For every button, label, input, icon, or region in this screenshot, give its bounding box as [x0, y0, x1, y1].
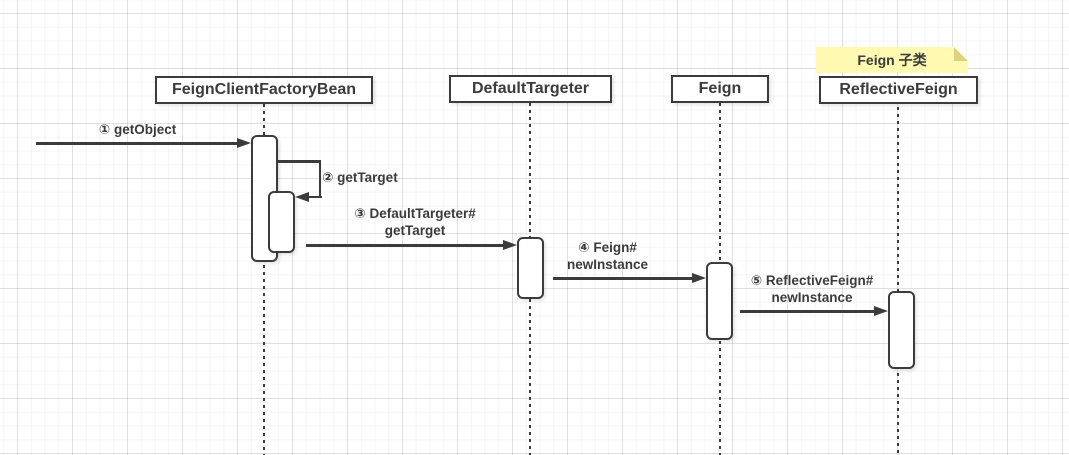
- participant-label: FeignClientFactoryBean: [171, 81, 357, 98]
- message-2-self-arrow-side[interactable]: [318, 160, 321, 198]
- message-2-self-arrow-bottom[interactable]: [308, 195, 322, 198]
- activation-feignclientfactorybean-nested[interactable]: [268, 191, 295, 253]
- message-1-label: ① getObject: [98, 122, 177, 137]
- message-3-label-line1: ③ DefaultTargeter#: [354, 206, 476, 221]
- message-2-arrowhead-icon: [295, 191, 309, 202]
- message-5-label-line2: newInstance: [771, 290, 853, 305]
- message-5-label-line1: ⑤ ReflectiveFeign#: [750, 273, 874, 288]
- participant-reflectivefeign[interactable]: ReflectiveFeign: [819, 76, 978, 104]
- message-5-label: ⑤ ReflectiveFeign# newInstance: [727, 272, 897, 306]
- participant-feignclientfactorybean[interactable]: FeignClientFactoryBean: [155, 76, 373, 104]
- message-5-arrow[interactable]: [740, 310, 875, 313]
- message-2-label: ② getTarget: [322, 170, 398, 185]
- activation-defaulttargeter[interactable]: [517, 237, 544, 299]
- participant-defaulttargeter[interactable]: DefaultTargeter: [449, 75, 612, 103]
- participant-label: ReflectiveFeign: [839, 81, 958, 98]
- message-5-arrowhead-icon: [874, 305, 888, 316]
- activation-reflectivefeign[interactable]: [888, 291, 915, 369]
- note-feign-subclass[interactable]: Feign 子类: [816, 47, 968, 73]
- message-3-label: ③ DefaultTargeter# getTarget: [330, 205, 500, 239]
- message-4-label: ④ Feign# newInstance: [530, 239, 685, 273]
- message-4-arrow[interactable]: [553, 277, 693, 280]
- lifeline-feignclientfactorybean[interactable]: [263, 104, 265, 455]
- participant-label: Feign: [698, 80, 742, 97]
- message-4-arrowhead-icon: [692, 272, 706, 283]
- message-3-arrow[interactable]: [306, 244, 504, 247]
- participant-feign[interactable]: Feign: [671, 75, 769, 103]
- message-4-label-line2: newInstance: [566, 257, 649, 272]
- activation-feign[interactable]: [706, 262, 733, 340]
- message-3-arrowhead-icon: [503, 239, 517, 250]
- message-2-self-arrow-top[interactable]: [278, 160, 321, 163]
- message-1-arrowhead-icon: [237, 137, 251, 148]
- participant-label: DefaultTargeter: [471, 80, 590, 97]
- message-4-label-line1: ④ Feign#: [578, 240, 637, 255]
- message-3-label-line2: getTarget: [384, 223, 446, 238]
- note-fold-corner-icon: [954, 47, 968, 61]
- message-1-arrow[interactable]: [36, 142, 238, 145]
- note-label: Feign 子类: [857, 52, 927, 68]
- lifeline-reflectivefeign[interactable]: [897, 100, 899, 455]
